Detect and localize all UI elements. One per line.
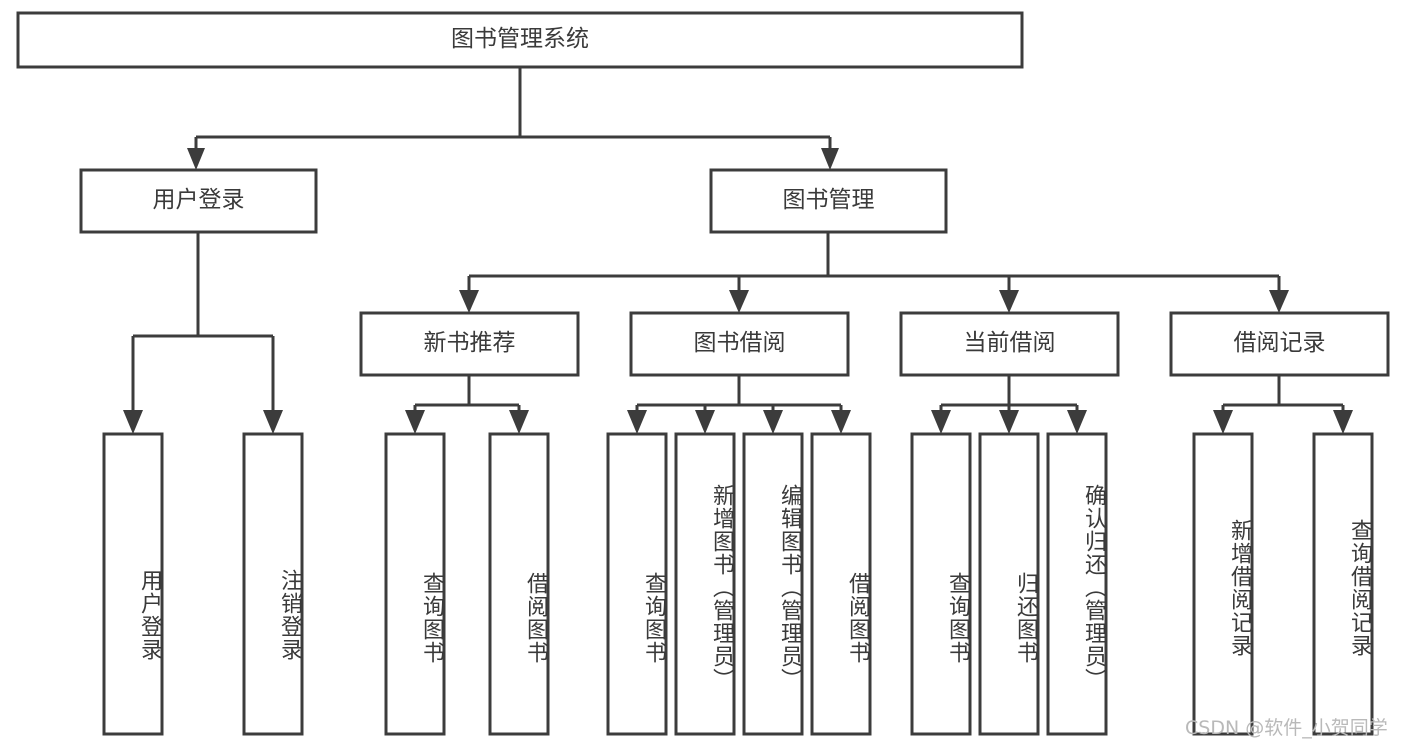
leaf-box-recommend-0[interactable] bbox=[384, 432, 446, 736]
leaf-box-current-2[interactable] bbox=[1046, 432, 1108, 736]
node-box-book-manage[interactable] bbox=[709, 168, 948, 234]
arrow-head-leaf-recommend-1 bbox=[509, 410, 529, 434]
arrow-head-leaf-current-2 bbox=[1067, 410, 1087, 434]
leaf-box-borrow-2[interactable] bbox=[742, 432, 804, 736]
arrow-head-leaf-borrow-0 bbox=[627, 410, 647, 434]
arrow-head-leaf-current-1 bbox=[999, 410, 1019, 434]
leaf-box-borrow-0[interactable] bbox=[606, 432, 668, 736]
arrow-head-leaf-borrow-3 bbox=[831, 410, 851, 434]
node-box-book-borrow[interactable] bbox=[629, 311, 850, 377]
node-box-user-login[interactable] bbox=[79, 168, 318, 234]
arrow-head-leaf-record-1 bbox=[1333, 410, 1353, 434]
connector-book-borrow-branch bbox=[635, 375, 843, 416]
arrow-head-book-borrow bbox=[729, 290, 749, 313]
node-box-borrow-record[interactable] bbox=[1169, 311, 1390, 377]
connector-root-to-level2 bbox=[194, 67, 832, 152]
arrow-head-leaf-current-0 bbox=[931, 410, 951, 434]
leaf-box-current-1[interactable] bbox=[978, 432, 1040, 736]
connector-user-login-branch bbox=[131, 232, 275, 416]
leaf-box-current-0[interactable] bbox=[910, 432, 972, 736]
leaf-box-record-0[interactable] bbox=[1192, 432, 1254, 736]
leaf-box-user-login-0[interactable] bbox=[102, 432, 164, 736]
connector-new-book-recommend-branch bbox=[413, 375, 521, 416]
leaf-box-record-1[interactable] bbox=[1312, 432, 1374, 736]
leaf-box-user-login-1[interactable] bbox=[242, 432, 304, 736]
arrow-head-book-manage bbox=[821, 148, 839, 170]
arrow-head-leaf-borrow-2 bbox=[763, 410, 783, 434]
arrow-head-leaf-recommend-0 bbox=[405, 410, 425, 434]
arrow-head-user-login bbox=[187, 148, 205, 170]
leaf-box-borrow-3[interactable] bbox=[810, 432, 872, 736]
arrow-head-borrow-record bbox=[1269, 290, 1289, 313]
node-box-root[interactable] bbox=[16, 11, 1024, 69]
node-box-current-borrow[interactable] bbox=[899, 311, 1120, 377]
leaf-box-recommend-1[interactable] bbox=[488, 432, 550, 736]
arrow-head-leaf-record-0 bbox=[1213, 410, 1233, 434]
arrow-head-leaf-user-login-0 bbox=[123, 410, 143, 434]
connector-current-borrow-branch bbox=[939, 375, 1079, 416]
arrow-head-current-borrow bbox=[999, 290, 1019, 313]
arrow-head-new-book-recommend bbox=[459, 290, 479, 313]
connector-book-manage-branch bbox=[467, 232, 1281, 294]
leaf-box-borrow-1[interactable] bbox=[674, 432, 736, 736]
connector-borrow-record-branch bbox=[1221, 375, 1345, 416]
arrow-head-leaf-borrow-1 bbox=[695, 410, 715, 434]
arrow-head-leaf-user-login-1 bbox=[263, 410, 283, 434]
node-box-new-book-recommend[interactable] bbox=[359, 311, 580, 377]
